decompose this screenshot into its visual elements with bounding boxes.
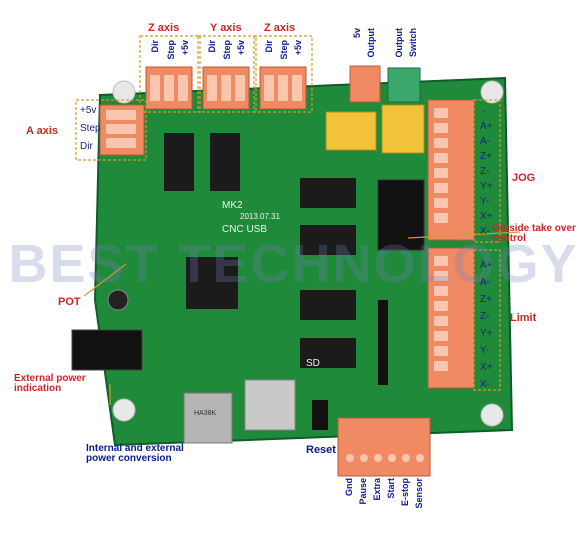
board-name: CNC USB [222, 224, 268, 235]
bottom-pin-start: Start [386, 478, 396, 499]
terminal-z-axis-1 [145, 66, 193, 110]
terminal-bottom [337, 417, 431, 477]
board-model: MK2 [222, 200, 243, 211]
mount-hole [480, 80, 504, 104]
y-pin-step: Step [222, 40, 232, 60]
jog-pin-3: Z+ [480, 151, 492, 162]
sd-label: SD [306, 358, 320, 369]
z-axis-label-1: Z axis [148, 22, 180, 34]
mount-hole [112, 80, 136, 104]
terminal-output-switch [387, 67, 421, 103]
limit-pin-6: X+ [480, 362, 493, 373]
y-pin-dir: Dir [207, 40, 217, 53]
watermark: BEST TECHNOLOGY [8, 234, 579, 294]
jog-pin-8: X- [480, 226, 490, 237]
a-pin-5v: +5v [80, 105, 97, 116]
jog-pin-2: A- [480, 136, 490, 147]
terminal-5v-output [349, 65, 381, 103]
limit-pin-0: A+ [480, 260, 493, 271]
slot-connector [378, 300, 388, 385]
capacitor [107, 289, 129, 311]
a-axis-label: A axis [26, 125, 59, 137]
terminal-y-axis [202, 66, 250, 110]
limit-pin-3: Z- [480, 311, 490, 322]
a-pin-dir: Dir [80, 141, 93, 152]
z2-pin-step: Step [279, 40, 289, 60]
limit-label: Limit [510, 312, 537, 324]
pcb [93, 76, 514, 447]
board-date: 2013.07.31 [240, 212, 281, 221]
limit-pin-4: Y+ [480, 328, 493, 339]
jog-pin-4: Z- [480, 166, 490, 177]
sd-slot [244, 379, 296, 431]
dc-jack [71, 329, 143, 371]
limit-pin-5: Y- [480, 345, 490, 356]
jog-pin-5: Y+ [480, 181, 493, 192]
jog-label: JOG [512, 172, 536, 184]
mount-hole [480, 403, 504, 427]
relay [325, 111, 377, 151]
pin-header [377, 179, 425, 251]
jog-pin-7: X+ [480, 211, 493, 222]
tr-pin-output-1: Output [366, 28, 376, 58]
z-axis-label-2: Z axis [264, 22, 296, 34]
z2-pin-5v: +5v [293, 40, 303, 56]
terminal-z-axis-2 [259, 66, 307, 110]
z1-pin-step: Step [166, 40, 176, 60]
chips [164, 133, 356, 368]
usb-port [183, 392, 233, 444]
usb-chip-label: HA38K [194, 410, 217, 417]
mount-hole [112, 398, 136, 422]
jog-pin-0: - [482, 106, 486, 117]
terminal-a-axis [99, 104, 145, 156]
pot-label: POT [58, 296, 81, 308]
a-pin-step: Step [80, 123, 101, 134]
reset-label: Reset [306, 444, 336, 456]
power-conversion-label: Internal and external power conversion [86, 443, 184, 464]
y-axis-label: Y axis [210, 22, 242, 34]
external-power-label: External power indication [14, 373, 86, 394]
z1-pin-5v: +5v [180, 40, 190, 56]
z2-pin-dir: Dir [264, 40, 274, 53]
relay-2 [381, 104, 425, 154]
outside-take-label: Outside take over control [492, 223, 576, 244]
jog-pin-6: Y- [480, 196, 490, 207]
limit-pin-2: Z+ [480, 294, 492, 305]
bottom-pin-pause: Pause [358, 478, 368, 505]
bottom-pin-gnd: Gnd [344, 478, 354, 496]
y-pin-5v: +5v [236, 40, 246, 56]
limit-pin-7: X- [480, 379, 490, 390]
tr-pin-output-2: Output [394, 28, 404, 58]
limit-pin-1: A- [480, 277, 490, 288]
z1-pin-dir: Dir [150, 40, 160, 53]
reset-button [312, 400, 328, 430]
jog-pin-1: A+ [480, 121, 493, 132]
bottom-pin-sensor: Sensor [414, 478, 424, 509]
bottom-pin-extra: Extra [372, 478, 382, 501]
bottom-pin-estop: E-stop [400, 478, 410, 506]
tr-pin-5v: 5v [352, 28, 362, 39]
tr-pin-switch: Switch [408, 28, 418, 58]
